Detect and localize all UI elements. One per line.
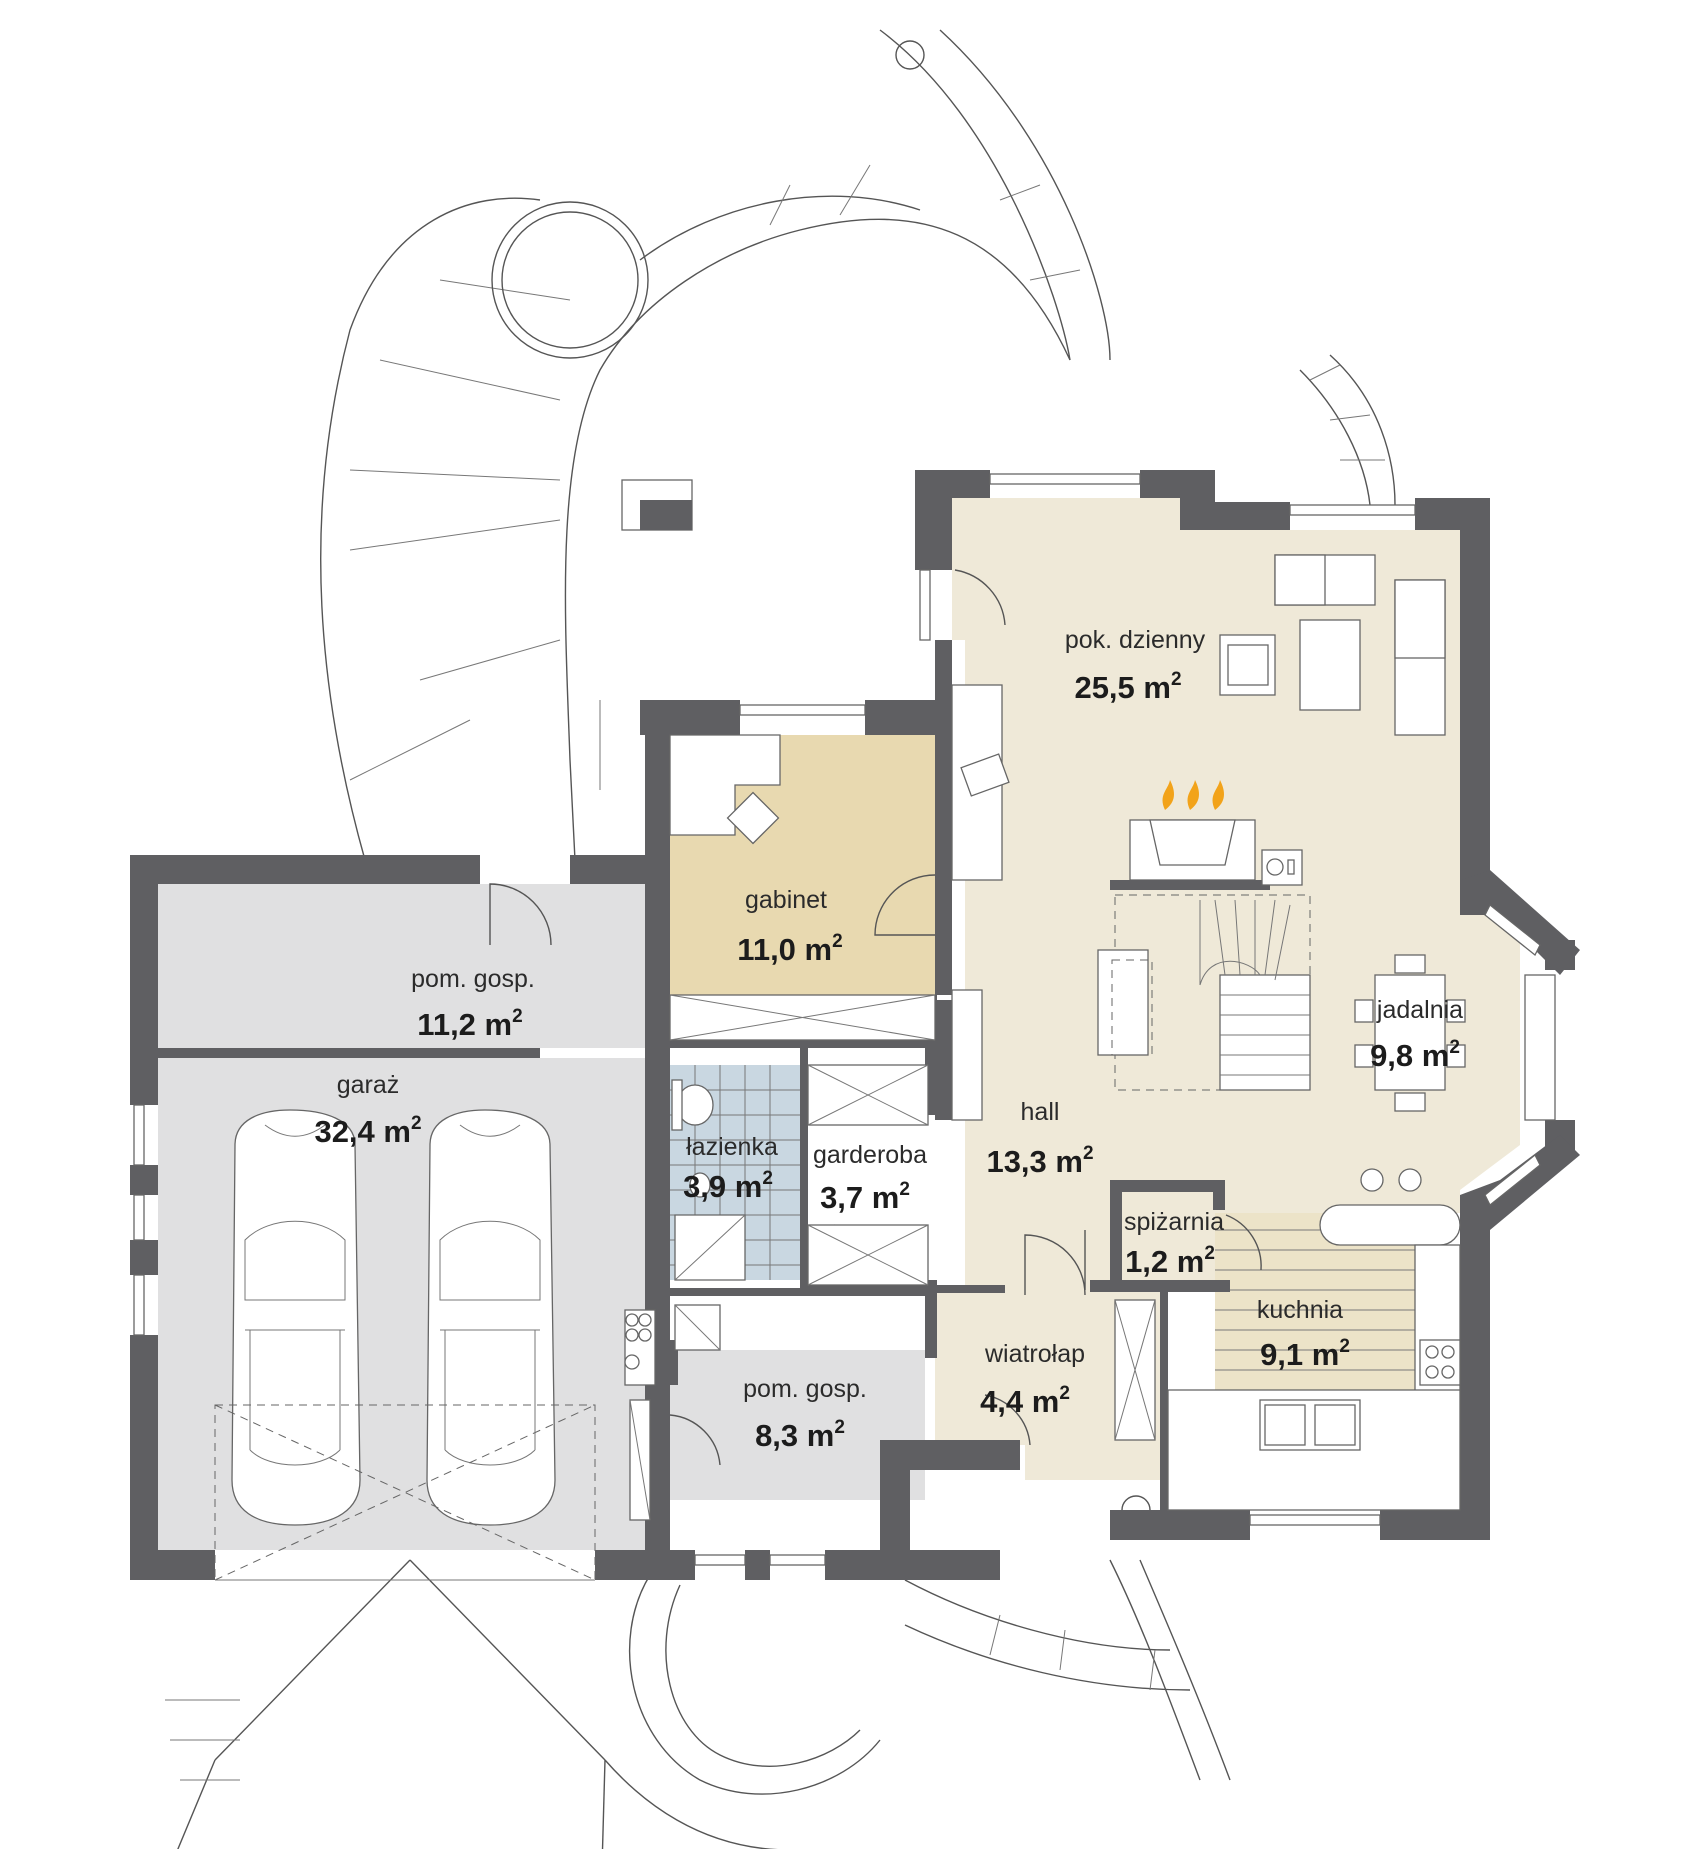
room-area-jadalnia: 9,8 m2 — [1370, 1037, 1460, 1073]
room-name-pom-gosp-2: pom. gosp. — [743, 1375, 867, 1403]
room-name-jadalnia: jadalnia — [1376, 996, 1463, 1024]
round-column-top — [491, 40, 925, 359]
room-label-gabinet: gabinet 11,0 m2 — [737, 886, 842, 967]
kitchen-floor-lines — [1215, 1229, 1415, 1371]
room-label-kuchnia: kuchnia 9,1 m2 — [1257, 1296, 1350, 1372]
terrace-outline-top — [320, 29, 1111, 861]
room-name-garderoba: garderoba — [813, 1141, 927, 1169]
room-label-pom-gosp-2: pom. gosp. 8,3 m2 — [743, 1375, 867, 1453]
utility2-floor — [670, 1350, 925, 1500]
room-area-hall: 13,3 m2 — [986, 1143, 1093, 1179]
kitchen-floor — [1215, 1213, 1415, 1390]
room-label-spizarnia: spiżarnia 1,2 m2 — [1124, 1208, 1224, 1279]
terrace-step-right — [1299, 354, 1396, 506]
room-label-lazienka: łazienka 3,9 m2 — [683, 1133, 778, 1204]
room-area-kuchnia: 9,1 m2 — [1260, 1336, 1350, 1372]
room-area-pok-dzienny: 25,5 m2 — [1074, 669, 1181, 705]
car-left — [231, 1109, 361, 1526]
study-floor — [670, 735, 935, 995]
doors — [489, 569, 1262, 1466]
chimney-outside — [621, 479, 693, 531]
room-area-pom-gosp-1: 11,2 m2 — [417, 1006, 522, 1042]
room-label-hall: hall 13,3 m2 — [986, 1098, 1093, 1179]
garage-door-swing — [214, 1404, 596, 1581]
room-label-wiatrolap: wiatrołap 4,4 m2 — [980, 1340, 1085, 1419]
room-name-pom-gosp-1: pom. gosp. — [411, 965, 535, 993]
room-name-wiatrolap: wiatrołap — [984, 1340, 1085, 1368]
room-name-pok-dzienny: pok. dzienny — [1065, 626, 1206, 654]
room-name-lazienka: łazienka — [686, 1133, 778, 1161]
room-area-spizarnia: 1,2 m2 — [1125, 1243, 1215, 1279]
terrace-outline-bottom — [165, 1495, 1231, 1849]
room-area-gabinet: 11,0 m2 — [737, 931, 842, 967]
room-label-jadalnia: jadalnia 9,8 m2 — [1370, 996, 1463, 1073]
windows — [133, 473, 1556, 1566]
room-area-wiatrolap: 4,4 m2 — [980, 1383, 1070, 1419]
car-right — [426, 1109, 556, 1526]
room-area-pom-gosp-2: 8,3 m2 — [755, 1417, 845, 1453]
room-name-kuchnia: kuchnia — [1257, 1296, 1343, 1324]
room-label-pom-gosp-1: pom. gosp. 11,2 m2 — [411, 965, 535, 1042]
room-name-spizarnia: spiżarnia — [1124, 1208, 1224, 1236]
room-area-lazienka: 3,9 m2 — [683, 1168, 773, 1204]
walls — [130, 470, 1580, 1580]
room-label-garderoba: garderoba 3,7 m2 — [813, 1141, 927, 1215]
room-name-gabinet: gabinet — [745, 886, 827, 914]
utility1-floor — [158, 884, 645, 1048]
room-name-garaz: garaż — [337, 1071, 400, 1099]
room-area-garaz: 32,4 m2 — [314, 1113, 421, 1149]
furniture — [624, 554, 1466, 1521]
room-label-pok-dzienny: pok. dzienny 25,5 m2 — [1065, 626, 1206, 705]
room-area-garderoba: 3,7 m2 — [820, 1179, 910, 1215]
room-label-garaz: garaż 32,4 m2 — [314, 1071, 421, 1149]
room-name-hall: hall — [1021, 1098, 1060, 1126]
